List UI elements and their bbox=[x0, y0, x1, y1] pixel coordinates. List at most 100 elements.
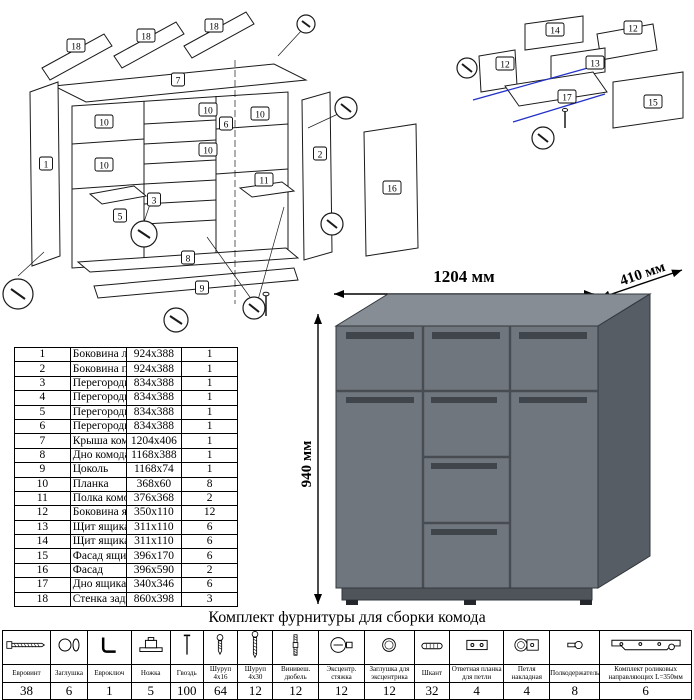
part-callout: 12 bbox=[623, 20, 643, 35]
hinge-icon bbox=[514, 635, 540, 655]
part-callout: 16 bbox=[382, 180, 402, 195]
part-size: 924x388 bbox=[125, 361, 183, 377]
part-callout: 8 bbox=[181, 250, 195, 265]
svg-text:10: 10 bbox=[99, 162, 109, 172]
part-callout: 6 bbox=[219, 116, 233, 131]
cam-cap-icon bbox=[379, 637, 399, 653]
part-qty: 2 bbox=[181, 490, 238, 507]
hw-icon-cell bbox=[49, 630, 89, 665]
svg-text:9: 9 bbox=[200, 285, 205, 295]
part-callout: 5 bbox=[113, 208, 127, 223]
hw-qty-cell: 1 bbox=[87, 682, 132, 700]
part-qty: 6 bbox=[181, 534, 238, 550]
part-name: Полка комода bbox=[69, 490, 127, 507]
svg-text:16: 16 bbox=[387, 185, 397, 195]
svg-text:15: 15 bbox=[648, 99, 658, 109]
chest-side-face bbox=[597, 293, 651, 589]
part-name: Крыша комода bbox=[69, 433, 127, 449]
hw-name-cell: Комплект роликовых направляющих L=350мм bbox=[599, 664, 692, 683]
part-name: Стенка задняя bbox=[69, 591, 127, 608]
part-qty: 2 bbox=[181, 562, 238, 579]
hw-icon-cell bbox=[448, 630, 505, 665]
hw-name-cell: Полкодержатель bbox=[549, 664, 601, 683]
hw-qty-cell: 38 bbox=[2, 682, 51, 700]
hw-name-cell: Заглушка для эксцентрика bbox=[363, 664, 416, 683]
part-size: 340x346 bbox=[125, 577, 183, 593]
part-callout: 2 bbox=[313, 146, 327, 161]
part-qty: 8 bbox=[181, 476, 238, 492]
part-size: 350x110 bbox=[125, 505, 183, 521]
part-callout: 10 bbox=[94, 157, 114, 172]
part-num: 13 bbox=[14, 519, 71, 536]
svg-text:6: 6 bbox=[224, 121, 229, 131]
svg-text:13: 13 bbox=[590, 60, 600, 70]
part-size: 311x110 bbox=[125, 534, 183, 550]
part-row: 5Перегородка левая834x3881 bbox=[14, 404, 238, 420]
hw-name-cell: Винивеш. дюбель bbox=[272, 664, 320, 683]
svg-text:18: 18 bbox=[141, 33, 151, 43]
drawer-handle-slots bbox=[346, 332, 587, 535]
part-callout: 1 bbox=[39, 156, 53, 171]
chest-gaps bbox=[336, 326, 598, 588]
hw-icon-cell bbox=[363, 630, 416, 665]
part-name: Перегородка правая bbox=[69, 390, 127, 406]
hw-qty-cell: 4 bbox=[448, 682, 505, 700]
hw-name-cell: Ножка bbox=[130, 664, 171, 683]
hw-icon-cell bbox=[503, 630, 551, 665]
hw-icon-cell bbox=[202, 630, 239, 665]
chest bbox=[334, 293, 652, 605]
roller-guides-icon bbox=[610, 636, 682, 654]
product-render: 1204 мм 410 мм 940 мм bbox=[299, 259, 683, 605]
part-callout: 14 bbox=[545, 22, 565, 37]
hw-icon-cell bbox=[87, 630, 132, 665]
part-callout: 3 bbox=[147, 192, 161, 207]
part-name: Дно ящика bbox=[69, 577, 127, 593]
cabinet-body bbox=[29, 81, 419, 299]
hw-name-cell: Шуруп 4x16 bbox=[202, 664, 239, 683]
loose-screw bbox=[262, 291, 270, 316]
back-panels bbox=[41, 11, 255, 81]
hw-name-cell: Эксцентр. стяжка bbox=[318, 664, 365, 683]
hardware-row bbox=[2, 630, 692, 665]
part-size: 834x388 bbox=[125, 390, 183, 406]
hw-icon-cell bbox=[414, 630, 450, 665]
hw-name-cell: Петля накладная bbox=[503, 664, 551, 683]
hw-icon-cell bbox=[237, 630, 274, 665]
construction-lines bbox=[17, 29, 339, 304]
svg-text:14: 14 bbox=[550, 27, 560, 37]
hw-name-cell: Ответная планка для петли bbox=[448, 664, 505, 683]
hw-name-cell: Евроключ bbox=[87, 664, 132, 683]
part-size: 1168x388 bbox=[125, 447, 183, 464]
svg-text:10: 10 bbox=[203, 147, 213, 157]
part-size: 376x368 bbox=[125, 490, 183, 507]
part-num: 5 bbox=[14, 404, 71, 420]
svg-text:10: 10 bbox=[255, 111, 265, 121]
part-qty: 1 bbox=[181, 447, 238, 464]
shelf-pin-icon bbox=[566, 638, 584, 652]
hw-icon-cell bbox=[549, 630, 601, 665]
hw-qty-cell: 4 bbox=[503, 682, 551, 700]
part-callout: 11 bbox=[254, 172, 274, 187]
hw-qty-cell: 5 bbox=[130, 682, 171, 700]
part-num: 10 bbox=[14, 476, 71, 492]
part-callout: 10 bbox=[250, 106, 270, 121]
part-callout: 10 bbox=[94, 114, 114, 129]
hw-qty-cell: 12 bbox=[363, 682, 416, 700]
svg-text:2: 2 bbox=[318, 151, 323, 161]
svg-text:18: 18 bbox=[71, 43, 81, 53]
part-num: 16 bbox=[14, 562, 71, 579]
svg-text:8: 8 bbox=[186, 255, 191, 265]
part-num: 17 bbox=[14, 577, 71, 593]
part-qty: 6 bbox=[181, 548, 238, 564]
hw-name-cell: Шуруп 4x30 bbox=[237, 664, 274, 683]
hw-icon-cell bbox=[599, 630, 692, 665]
hw-name-cell: Гвоздь bbox=[169, 664, 204, 683]
hw-name-cell: Шкант bbox=[414, 664, 450, 683]
